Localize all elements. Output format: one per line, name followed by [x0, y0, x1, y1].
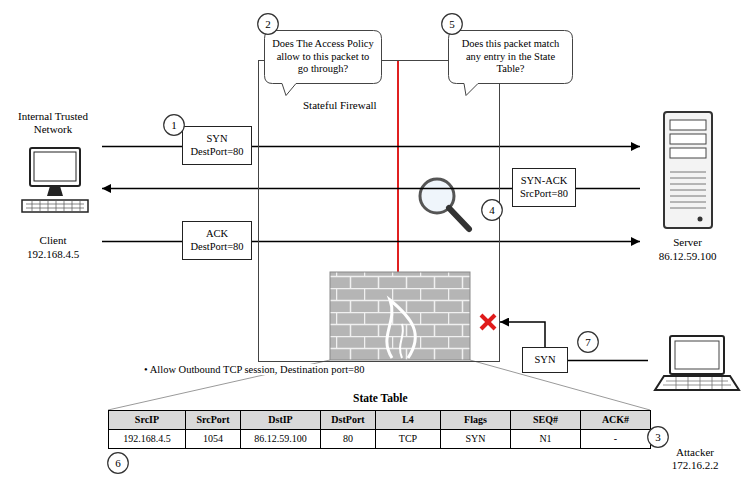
- table-cell: N1: [510, 429, 581, 449]
- server-bay: [670, 120, 706, 130]
- packet-text: DestPort=80: [190, 145, 244, 158]
- callout-text: 2: [257, 13, 279, 35]
- callout-number: 5: [441, 13, 463, 35]
- monitor-screen: [34, 152, 76, 181]
- table-cell: 192.168.4.5: [108, 429, 186, 449]
- table-cell: SYN: [440, 429, 511, 449]
- bubble-text: Does The Access Policy allow to this pac…: [264, 30, 382, 82]
- packet-text: SrcPort=80: [520, 187, 568, 200]
- callout-outline: [578, 332, 599, 353]
- flow-arrow: [102, 188, 512, 190]
- table-title: State Table: [353, 392, 408, 404]
- packet-text: SYN: [530, 353, 560, 366]
- packet-box: SYN-ACKSrcPort=80: [512, 168, 576, 207]
- laptop-keys: [663, 377, 731, 389]
- server-led: [698, 217, 703, 222]
- bubble-text: Does this packet match any entry in the …: [448, 30, 573, 82]
- monitor-stand: [47, 186, 63, 196]
- table-cell: -: [580, 429, 651, 449]
- packet-text: SYN-ACK: [520, 174, 568, 187]
- wall-flame: [387, 300, 415, 358]
- monitor-icon: [30, 148, 80, 186]
- table-header-cell: Flags: [440, 410, 511, 430]
- callout-text: 4: [481, 199, 503, 221]
- host-label: 172.16.2.2: [648, 459, 742, 472]
- callout-number: 3: [647, 426, 669, 448]
- callout-outline: [648, 427, 669, 448]
- firewall-label: Stateful Firewall: [303, 99, 377, 112]
- table-header-cell: DstPort: [320, 410, 376, 430]
- packet-box: SYNDestPort=80: [182, 126, 252, 165]
- server-bay: [670, 148, 706, 158]
- policy-note: • Allow Outbound TCP session, Destinatio…: [142, 364, 366, 375]
- table-cell: 86.12.59.100: [240, 429, 321, 449]
- host-node: Internal Trusted NetworkClient192.168.4.…: [4, 110, 102, 262]
- callout-text: 7: [577, 331, 599, 353]
- host-label: Server: [640, 236, 735, 249]
- callout-text: 5: [441, 13, 463, 35]
- block-mark: [481, 315, 495, 329]
- packet-text: ACK: [190, 227, 244, 240]
- laptop-base: [655, 376, 739, 390]
- server-bay: [670, 134, 706, 144]
- callout-outline: [108, 453, 129, 474]
- callout-number: 7: [577, 331, 599, 353]
- table-cell: 1054: [185, 429, 241, 449]
- table-header-cell: ACK#: [580, 410, 651, 430]
- host-node: Server86.12.59.100: [640, 108, 735, 266]
- block-mark: [481, 315, 495, 329]
- laptop-display: [675, 341, 719, 369]
- brick-wall: [330, 272, 470, 360]
- host-label: 192.168.4.5: [4, 248, 102, 261]
- packet-text: DestPort=80: [190, 240, 244, 253]
- table-header-cell: SrcPort: [185, 410, 241, 430]
- bubble-shape: [449, 31, 573, 96]
- table-cell: TCP: [375, 429, 441, 449]
- server-vents: [670, 172, 706, 208]
- speech-bubble: Does this packet match any entry in the …: [448, 30, 573, 84]
- table-header-cell: SEQ#: [510, 410, 581, 430]
- callout-number: 1: [163, 114, 185, 136]
- flow-arrow: [500, 322, 545, 347]
- packet-box: ACKDestPort=80: [182, 221, 252, 260]
- packet-box: SYN: [522, 347, 568, 373]
- flow-arrow: [252, 146, 640, 148]
- table-header-cell: DstIP: [240, 410, 321, 430]
- laptop-screen: [670, 336, 724, 374]
- packet-text: SYN: [190, 132, 244, 145]
- firewall-frame: Stateful Firewall: [258, 60, 500, 362]
- flow-arrow: [102, 146, 182, 148]
- table-header-cell: L4: [375, 410, 441, 430]
- host-label: Attacker: [648, 446, 742, 459]
- flow-arrow: [102, 241, 182, 243]
- host-node: Attacker172.16.2.2: [648, 322, 742, 474]
- callout-number: 2: [257, 13, 279, 35]
- callout-text: 1: [163, 114, 185, 136]
- callout-outline: [258, 14, 279, 35]
- keyboard-keys: [26, 201, 84, 211]
- callout-outline: [482, 200, 503, 221]
- table-cell: 80: [320, 429, 376, 449]
- flow-arrow: [576, 188, 640, 190]
- callout-outline: [164, 115, 185, 136]
- callout-number: 6: [107, 452, 129, 474]
- flow-arrow: [252, 241, 640, 243]
- wall-flame: [400, 324, 403, 358]
- server-icon: [664, 112, 712, 228]
- host-label: Client: [4, 234, 102, 247]
- flow-arrow: [568, 360, 648, 362]
- callout-outline: [442, 14, 463, 35]
- callout-number: 4: [481, 199, 503, 221]
- network-label: Internal Trusted Network: [4, 110, 102, 136]
- speech-bubble: Does The Access Policy allow to this pac…: [264, 30, 382, 84]
- callout-text: 6: [107, 452, 129, 474]
- keyboard-icon: [22, 200, 88, 212]
- callout-text: 3: [647, 426, 669, 448]
- table-header-cell: SrcIP: [108, 410, 186, 430]
- host-label: 86.12.59.100: [640, 250, 735, 263]
- bubble-shape: [265, 31, 382, 96]
- policy-line: [397, 61, 399, 272]
- magnifier-handle: [449, 208, 469, 229]
